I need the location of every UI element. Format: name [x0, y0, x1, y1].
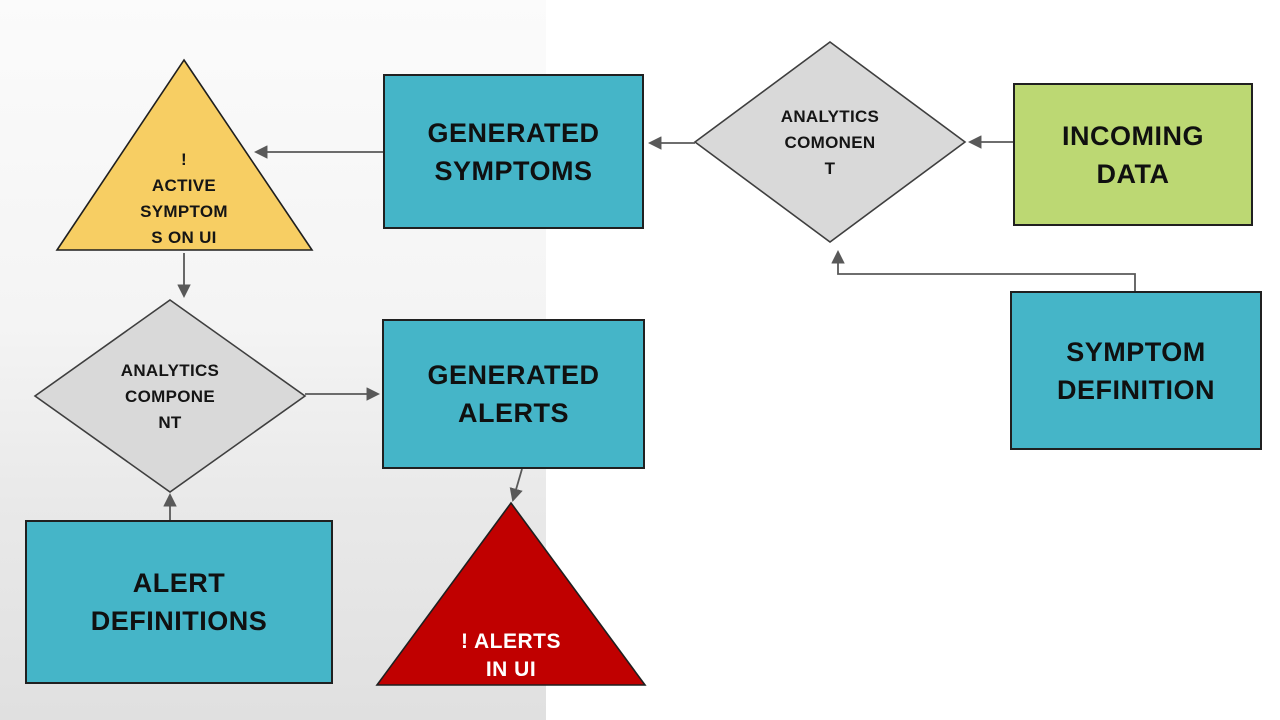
node-incoming-data: INCOMING DATA	[1013, 83, 1253, 226]
node-generated-alerts: GENERATED ALERTS	[382, 319, 645, 469]
node-alert-definitions: ALERT DEFINITIONS	[25, 520, 333, 684]
edge-symptom-definition-to-analytics-top	[831, 249, 1136, 291]
node-symptom-definition: SYMPTOM DEFINITION	[1010, 291, 1262, 450]
generated-alerts-label: GENERATED ALERTS	[427, 360, 600, 428]
node-generated-symptoms: GENERATED SYMPTOMS	[383, 74, 644, 229]
edge-generated-alerts-to-alerts-in-ui	[509, 468, 523, 502]
generated-symptoms-label: GENERATED SYMPTOMS	[427, 117, 600, 186]
alert-definitions-label: ALERT DEFINITIONS	[90, 568, 268, 636]
node-active-symptoms-triangle	[55, 58, 314, 251]
node-analytics-component-top-diamond	[693, 41, 967, 243]
node-analytics-component-left-diamond	[33, 299, 307, 493]
incoming-data-label: INCOMING DATA	[1062, 120, 1204, 189]
symptom-definition-label: SYMPTOM DEFINITION	[1057, 336, 1215, 405]
node-alerts-in-ui-triangle	[375, 501, 647, 686]
